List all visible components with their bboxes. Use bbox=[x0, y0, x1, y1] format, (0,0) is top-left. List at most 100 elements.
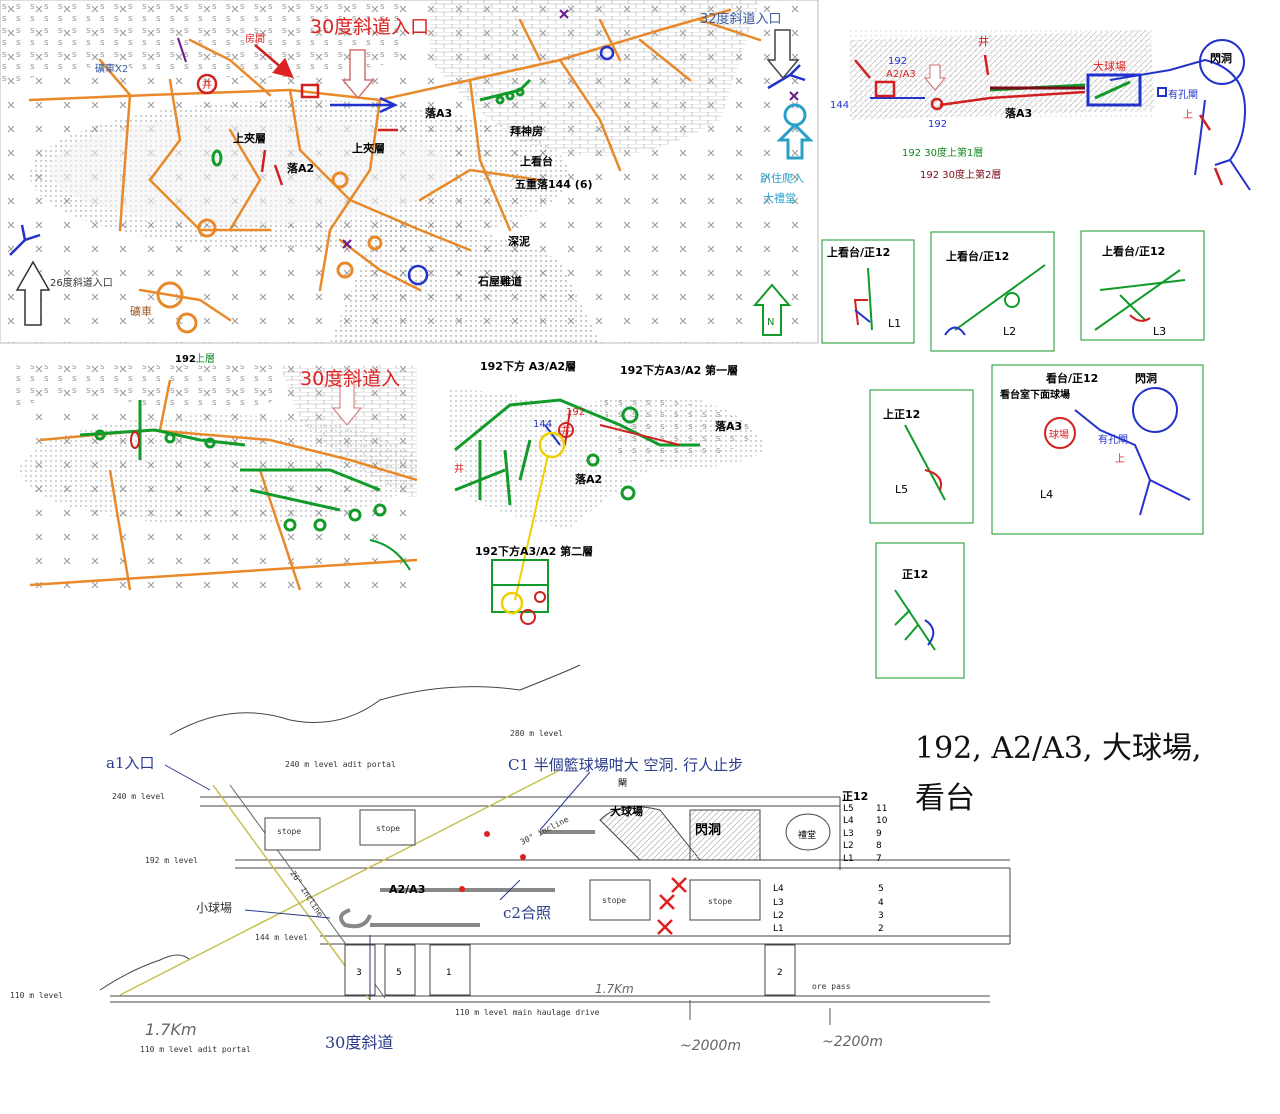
c2-label: c2合照 bbox=[503, 904, 551, 922]
tr-flash-cave: 閃洞 bbox=[1210, 51, 1232, 65]
upper-mezz-1: 上夾層 bbox=[233, 131, 266, 145]
mc-title-second: 192下方A3/A2 第二層 bbox=[475, 544, 593, 558]
drop-a3: 落A3 bbox=[425, 106, 452, 120]
right-num-1: 10 bbox=[876, 816, 888, 826]
sec-hall: 禮堂 bbox=[798, 829, 816, 841]
a1-entry: a1入口 bbox=[106, 754, 155, 772]
stope-1: stope bbox=[277, 827, 301, 836]
tr-a2a3: A2/A3 bbox=[886, 69, 916, 80]
d2000: ~2000m bbox=[680, 1038, 741, 1054]
ml-192: 192 bbox=[175, 354, 196, 365]
well-label: 井 bbox=[202, 78, 212, 91]
lower-level-3: L1 bbox=[773, 924, 784, 934]
tr-big-court: 大球場 bbox=[1093, 59, 1126, 73]
right-num-0: 11 bbox=[876, 804, 887, 814]
sec-gate: 閘 bbox=[618, 778, 627, 789]
p4-gate: 有孔閘 bbox=[1098, 433, 1128, 446]
tr-192: 192 bbox=[888, 56, 907, 67]
p4-title: 看台/正12 bbox=[1046, 371, 1098, 385]
lower-level-1: L3 bbox=[773, 898, 784, 908]
p3-title: 上看台/正12 bbox=[1102, 244, 1165, 258]
stope-4: stope bbox=[708, 897, 732, 906]
sec-title-1: 192, A2/A3, 大球場, bbox=[915, 731, 1202, 766]
l192: 192 m level bbox=[145, 856, 198, 865]
right-level-0: L5 bbox=[843, 804, 854, 814]
p1-title: 上看台/正12 bbox=[827, 245, 890, 259]
lower-level-2: L2 bbox=[773, 911, 784, 921]
p5-tag: L5 bbox=[895, 483, 908, 496]
mc-title-b: 192下方A3/A2 第一層 bbox=[620, 363, 738, 377]
north-label: N bbox=[767, 317, 774, 328]
dist-2: 1.7Km bbox=[595, 982, 634, 996]
sec-flash-cave: 閃洞 bbox=[695, 823, 721, 838]
tr-legend1: 192 30度上第1層 bbox=[902, 146, 983, 159]
stone-house: 石屋雞道 bbox=[477, 274, 522, 288]
tr-192b: 192 bbox=[928, 119, 947, 130]
chute-0: 3 bbox=[356, 968, 362, 978]
cross-section: 192, A2/A3, 大球場, 看台 a1入口 C1 半個籃球場咁大 空洞. … bbox=[10, 664, 1202, 1054]
mc-drop-a2: 落A2 bbox=[575, 472, 602, 486]
p4-flash: 閃洞 bbox=[1135, 371, 1157, 385]
right-num-2: 9 bbox=[876, 829, 882, 839]
upper-mezz-2: 上夾層 bbox=[352, 141, 385, 155]
mid-left-map: 192 上層 30度斜道入 bbox=[15, 353, 420, 597]
drop-a2: 落A2 bbox=[287, 161, 314, 175]
deep-mud: 深泥 bbox=[508, 234, 530, 248]
panels: 上看台/正12 L1 上看台/正12 L2 上看台/正12 L3 看台/正12 … bbox=[821, 230, 1205, 679]
sec-zheng12: 正12 bbox=[842, 790, 868, 803]
tr-hole-gate: 有孔閘 bbox=[1168, 88, 1198, 101]
ml-incline30: 30度斜道入 bbox=[300, 368, 400, 390]
p2-tag: L2 bbox=[1003, 325, 1016, 338]
ore-pass: ore pass bbox=[812, 982, 851, 991]
right-level-4: L1 bbox=[843, 854, 854, 864]
top-right-map: 192 A2/A3 144 192 井 落A3 大球場 閃洞 有孔閘 上 192… bbox=[830, 30, 1251, 191]
l110portal: 110 m level adit portal bbox=[140, 1045, 251, 1054]
incline26: 26° incline bbox=[288, 869, 325, 918]
mid-center-map: 192下方 A3/A2層 192下方A3/A2 第一層 192 144 井 井 … bbox=[449, 359, 765, 625]
tr-drop-a3: 落A3 bbox=[1005, 106, 1032, 120]
sec-big-court: 大球場 bbox=[610, 804, 643, 818]
room-label: 房間 bbox=[245, 32, 265, 45]
sec-title-2: 看台 bbox=[915, 781, 975, 816]
five-layer: 五重落144 (6) bbox=[515, 177, 593, 191]
right-num-3: 8 bbox=[876, 841, 882, 851]
l110drive: 110 m level main haulage drive bbox=[455, 1008, 600, 1017]
tr-legend2: 192 30度上第2層 bbox=[920, 168, 1001, 181]
mc-144: 144 bbox=[533, 419, 552, 430]
l110: 110 m level bbox=[10, 991, 63, 1000]
p2-title: 上看台/正12 bbox=[946, 249, 1009, 263]
stope-3: stope bbox=[602, 896, 626, 905]
chute-2: 1 bbox=[446, 968, 452, 978]
p6-title: 正12 bbox=[902, 568, 928, 581]
worship-room: 拜神房 bbox=[510, 124, 543, 138]
p5-title: 上正12 bbox=[883, 407, 920, 421]
mc-well: 井 bbox=[561, 424, 571, 437]
main-map: 30度斜道入口 32度斜道入口 房間 礦車X2 井 上夾層 上夾層 落A2 落A… bbox=[0, 0, 819, 344]
tr-144: 144 bbox=[830, 100, 849, 111]
c1-note: C1 半個籃球場咁大 空洞. 行人止步 bbox=[508, 756, 743, 774]
right-num-4: 7 bbox=[876, 854, 882, 864]
l240portal: 240 m level adit portal bbox=[285, 760, 396, 769]
p4-ball: 球場 bbox=[1049, 428, 1069, 441]
lower-level-0: L4 bbox=[773, 884, 784, 894]
lower-num-1: 4 bbox=[878, 898, 884, 908]
p4-sub: 看台室下面球場 bbox=[1000, 388, 1070, 401]
tr-up: 上 bbox=[1183, 109, 1193, 121]
p1-tag: L1 bbox=[888, 317, 901, 330]
small-court: 小球場 bbox=[196, 901, 232, 915]
lower-num-2: 3 bbox=[878, 911, 884, 921]
l240: 240 m level bbox=[112, 792, 165, 801]
mc-drop-a3: 落A3 bbox=[715, 419, 742, 433]
chute-1: 5 bbox=[396, 968, 402, 978]
right-level-1: L4 bbox=[843, 816, 854, 826]
stope-2: stope bbox=[376, 824, 400, 833]
lower-num-3: 2 bbox=[878, 924, 884, 934]
tr-well: 井 bbox=[978, 34, 989, 48]
l280: 280 m level bbox=[510, 729, 563, 738]
p4-tag: L4 bbox=[1040, 488, 1053, 501]
right-level-2: L3 bbox=[843, 829, 854, 839]
mc-title-a: 192下方 A3/A2層 bbox=[480, 359, 576, 373]
ml-layer: 上層 bbox=[195, 353, 215, 365]
mine-cart: 礦車 bbox=[130, 304, 152, 318]
